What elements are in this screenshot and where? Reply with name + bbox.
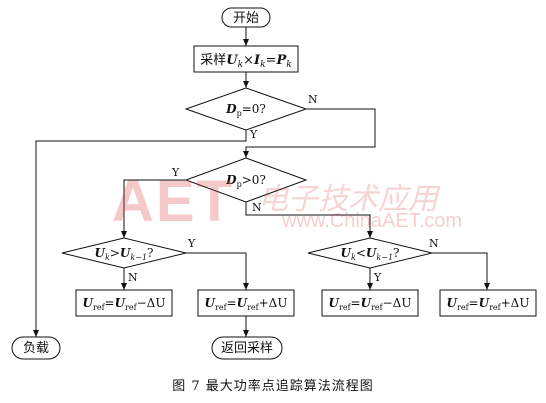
decision-u-greater: Uk>Uk−1?: [61, 237, 187, 269]
box-right-minus: Uref=Uref−ΔU: [321, 289, 419, 317]
svg-text:Dp=0?: Dp=0?: [225, 102, 266, 118]
svg-text:Dp>0?: Dp>0?: [225, 173, 266, 189]
label-n-dp-zero: N: [308, 93, 318, 106]
label-n-dp-pos: N: [252, 201, 262, 214]
svg-text:Uref=Uref+ΔU: Uref=Uref+ΔU: [447, 296, 530, 312]
load-node: 负载: [11, 336, 61, 360]
sample-label: 采样Uk×Ik=Pk: [200, 53, 291, 70]
svg-text:返回采样: 返回采样: [221, 341, 273, 356]
box-left-minus: Uref=Uref−ΔU: [75, 289, 173, 317]
sample-box: 采样Uk×Ik=Pk: [193, 45, 299, 73]
svg-text:Uk<Uk−1?: Uk<Uk−1?: [341, 246, 400, 262]
return-sample-node: 返回采样: [211, 336, 283, 360]
branch-labels: N Y Y N Y N N Y: [128, 93, 439, 284]
label-y-u-less: Y: [373, 271, 382, 284]
svg-text:Uref=Uref−ΔU: Uref=Uref−ΔU: [83, 296, 166, 312]
decision-dp-positive: Dp>0?: [184, 157, 308, 203]
svg-text:负载: 负载: [23, 341, 49, 356]
box-right-plus: Uref=Uref+ΔU: [439, 289, 537, 317]
svg-text:Uref=Uref−ΔU: Uref=Uref−ΔU: [329, 296, 412, 312]
start-node: 开始: [221, 7, 271, 28]
figure-caption: 图 7 最大功率点追踪算法流程图: [172, 379, 374, 394]
box-center-plus: Uref=Uref+ΔU: [197, 289, 295, 317]
label-y-dp-pos: Y: [171, 166, 180, 179]
connectors: [33, 27, 490, 337]
label-n-u-less: N: [429, 237, 439, 250]
decision-dp-zero: Dp=0?: [184, 87, 308, 131]
label-y-dp-zero: Y: [249, 128, 258, 141]
decision-u-less: Uk<Uk−1?: [307, 237, 433, 269]
start-label: 开始: [233, 11, 259, 26]
label-n-u-greater: N: [128, 271, 138, 284]
label-y-u-greater: Y: [187, 237, 196, 250]
svg-text:Uk>Uk−1?: Uk>Uk−1?: [95, 246, 154, 262]
svg-text:Uref=Uref+ΔU: Uref=Uref+ΔU: [205, 296, 288, 312]
